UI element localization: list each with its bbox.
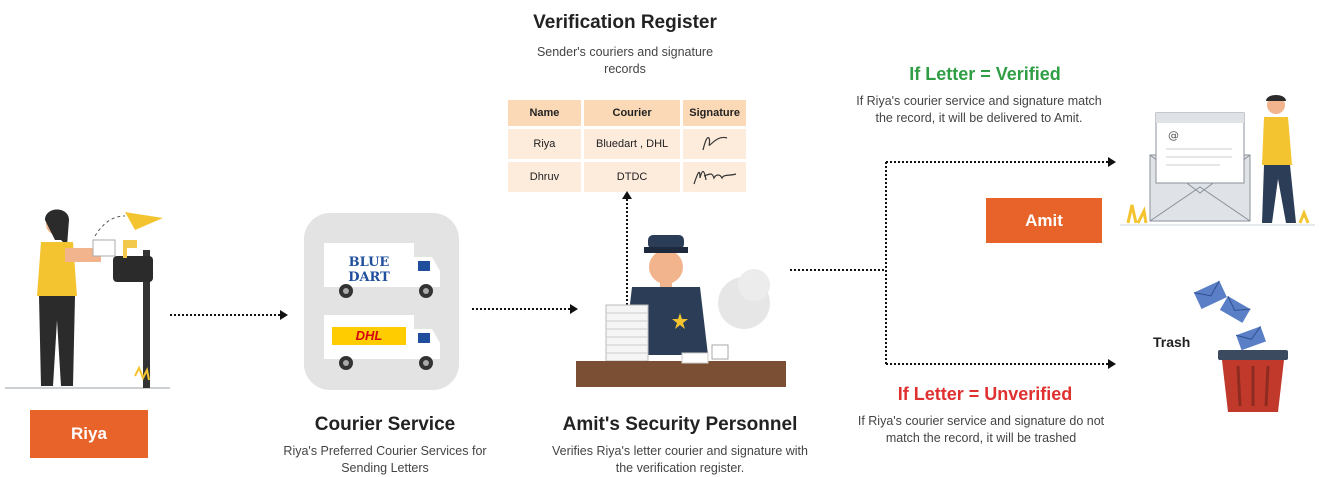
col-signature: Signature: [680, 100, 746, 128]
cell-courier: Bluedart , DHL: [580, 126, 682, 161]
arrow-branch: [790, 154, 1120, 379]
col-courier: Courier: [580, 100, 682, 128]
cell-name: Dhruv: [508, 159, 583, 192]
cell-courier: DTDC: [580, 159, 682, 192]
register-title: Verification Register: [533, 12, 717, 33]
table-row: Dhruv DTDC: [508, 159, 746, 192]
verified-title: If Letter = Verified: [909, 64, 1061, 84]
signature-dhruv: [680, 159, 746, 192]
bluedart-truck-icon: [324, 243, 440, 298]
unverified-desc: If Riya's courier service and signature …: [857, 414, 1105, 445]
courier-service-box: BLUE DART DHL: [304, 213, 459, 390]
trash-bin-icon: [1190, 280, 1290, 415]
sender-label: Riya: [30, 410, 148, 458]
col-name: Name: [508, 100, 583, 128]
courier-service-desc: Riya's Preferred Courier Services for Se…: [283, 444, 487, 475]
signature-riya: [680, 126, 746, 161]
bluedart-logo: BLUE DART: [348, 255, 390, 285]
dhl-logo: DHL: [355, 328, 383, 343]
recipient-label: Amit: [986, 198, 1102, 243]
arrow-sender-to-courier: [170, 308, 290, 326]
security-desc: Verifies Riya's letter courier and signa…: [552, 444, 808, 475]
security-title: Amit's Security Personnel: [562, 414, 798, 435]
security-illustration: [576, 225, 786, 395]
register-table: Name Courier Signature Riya Bluedart , D…: [508, 100, 746, 192]
register-subtitle: Sender's couriers and signature records: [536, 45, 714, 76]
sender-illustration: [5, 200, 170, 390]
trash-label: Trash: [1153, 334, 1191, 350]
verified-desc: If Riya's courier service and signature …: [856, 94, 1102, 125]
table-row: Riya Bluedart , DHL: [508, 126, 746, 161]
cell-name: Riya: [508, 126, 583, 161]
arrow-courier-to-security: [472, 302, 582, 320]
recipient-illustration: @: [1120, 95, 1315, 230]
dhl-truck-icon: [324, 315, 440, 370]
svg-text:@: @: [1168, 129, 1179, 142]
unverified-title: If Letter = Unverified: [897, 384, 1073, 404]
courier-service-title: Courier Service: [314, 414, 456, 435]
